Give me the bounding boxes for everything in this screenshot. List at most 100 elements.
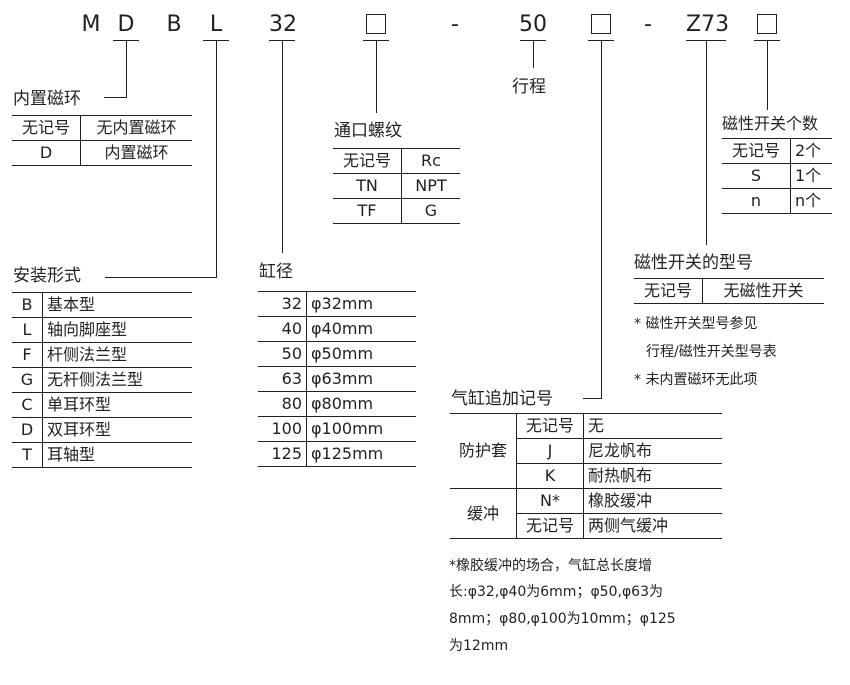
table-row: 无记号 两侧气缓冲 — [450, 513, 722, 539]
table-row: 无记号 无内置磁环 — [12, 115, 192, 141]
additional-desc: 橡胶缓冲 — [583, 488, 722, 514]
port-thread-title: 通口螺纹 — [334, 121, 402, 141]
mounting-desc: 单耳环型 — [42, 392, 192, 418]
mounting-code: B — [12, 292, 43, 318]
additional-desc: 无 — [583, 413, 722, 439]
switch-count-title: 磁性开关个数 — [722, 114, 819, 133]
connector-additional-h — [583, 398, 601, 399]
additional-note-4: 为12mm — [449, 638, 509, 654]
additional-group-name: 防护套 — [450, 413, 517, 489]
code-dash-2: - — [644, 12, 652, 37]
table-row: D 内置磁环 — [12, 140, 192, 166]
bore-desc: φ100mm — [306, 416, 416, 442]
placeholder-box-icon — [366, 14, 386, 34]
bore-code: 50 — [258, 341, 307, 367]
table-row: S 1个 — [722, 163, 832, 189]
bore-desc: φ80mm — [306, 391, 416, 417]
mounting-desc: 基本型 — [42, 292, 192, 318]
connector-magnet-ring-h — [104, 97, 126, 98]
bore-code: 125 — [258, 441, 307, 467]
bore-desc: φ63mm — [306, 366, 416, 392]
mounting-code: F — [12, 342, 43, 368]
switch-count-desc: 2个 — [790, 138, 832, 164]
additional-desc: 两侧气缓冲 — [583, 513, 722, 539]
table-row: TF G — [333, 198, 460, 224]
additional-code: K — [516, 463, 584, 489]
bore-desc: φ50mm — [306, 341, 416, 367]
switch-model-note-2: 行程/磁性开关型号表 — [646, 344, 777, 360]
bore-title: 缸径 — [259, 262, 293, 282]
additional-note-1: *橡胶缓冲的场合，气缸总长度增 — [449, 558, 652, 574]
code-dash-1: - — [451, 12, 459, 37]
switch-model-code: 无记号 — [634, 278, 703, 304]
table-row: 缓冲 N* 橡胶缓冲 — [450, 488, 722, 539]
port-thread-code: TF — [333, 198, 402, 224]
connector-additional — [601, 40, 602, 399]
switch-model-table: 无记号 无磁性开关 — [634, 278, 824, 304]
bore-code: 40 — [258, 316, 307, 342]
table-row: 无记号 无磁性开关 — [634, 278, 824, 304]
switch-model-desc: 无磁性开关 — [702, 278, 824, 304]
additional-code: J — [516, 438, 584, 464]
additional-code: 无记号 — [516, 413, 584, 439]
magnet-ring-table: 无记号 无内置磁环 D 内置磁环 — [12, 115, 192, 166]
connector-port-thread — [376, 40, 377, 113]
connector-switch-count — [767, 40, 768, 110]
connector-mounting — [216, 40, 217, 278]
additional-group-name: 缓冲 — [450, 488, 517, 539]
additional-table: 防护套 无记号 无 J 尼龙帆布 K 耐热帆布 缓冲 N* 橡胶缓冲 无记号 两… — [450, 413, 722, 539]
mounting-desc: 无杆侧法兰型 — [42, 367, 192, 393]
table-row: 无记号 2个 — [722, 138, 832, 164]
additional-title: 气缸追加记号 — [451, 389, 553, 409]
bore-desc: φ32mm — [306, 291, 416, 317]
mounting-code: D — [12, 417, 43, 443]
additional-desc: 耐热帆布 — [583, 463, 722, 489]
bore-code: 100 — [258, 416, 307, 442]
code-magnet-ring: D — [117, 12, 135, 37]
port-thread-code: 无记号 — [333, 148, 402, 174]
bore-desc: φ125mm — [306, 441, 416, 467]
code-stroke: 50 — [519, 12, 547, 37]
magnet-ring-desc: 内置磁环 — [80, 140, 192, 166]
code-bore: 32 — [269, 12, 297, 37]
code-switch-model: Z73 — [686, 12, 730, 37]
connector-stroke — [533, 40, 534, 68]
code-additional-placeholder — [591, 14, 611, 37]
stroke-label: 行程 — [512, 77, 546, 97]
switch-model-note-1: * 磁性开关型号参见 — [634, 316, 758, 332]
code-prefix-m: M — [81, 12, 101, 37]
mounting-code: G — [12, 367, 43, 393]
switch-count-desc: 1个 — [790, 163, 832, 189]
additional-note-2: 长:φ32,φ40为6mm；φ50,φ63为 — [449, 584, 663, 600]
table-row: K 耐热帆布 — [450, 463, 722, 489]
mounting-desc: 耳轴型 — [42, 442, 192, 468]
placeholder-box-icon — [591, 14, 611, 34]
table-row: J 尼龙帆布 — [450, 438, 722, 464]
table-row: TN NPT — [333, 173, 460, 199]
port-thread-desc: NPT — [401, 173, 460, 199]
port-thread-code: TN — [333, 173, 402, 199]
switch-count-table: 无记号 2个 S 1个 n n个 — [722, 138, 832, 214]
mounting-desc: 轴向脚座型 — [42, 317, 192, 343]
table-row: 无记号 Rc — [333, 148, 460, 174]
magnet-ring-code: 无记号 — [12, 115, 81, 141]
mounting-title: 安装形式 — [13, 266, 81, 286]
mounting-code: L — [12, 317, 43, 343]
connector-mounting-h — [105, 277, 216, 278]
code-mounting: L — [209, 12, 223, 37]
bore-desc: φ40mm — [306, 316, 416, 342]
switch-model-title: 磁性开关的型号 — [634, 253, 753, 273]
